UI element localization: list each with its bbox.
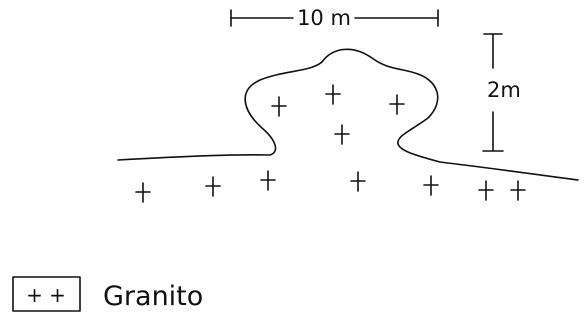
granite-plus-mark-2	[326, 85, 340, 104]
granite-plus-mark-9	[424, 176, 438, 195]
granite-plus-mark-11	[511, 181, 525, 200]
granite-plus-mark-8	[351, 172, 365, 191]
legend-label: Granito	[103, 281, 203, 312]
granite-plus-mark-6	[206, 177, 220, 196]
granite-symbols	[136, 85, 525, 202]
granite-plus-mark-7	[261, 171, 275, 190]
width-dimension-label: 10 m	[297, 6, 351, 30]
granite-plus-mark-4	[335, 125, 349, 144]
height-dimension-label: 2m	[487, 78, 521, 102]
granite-plus-mark-3	[390, 95, 404, 114]
granite-plus-mark-10	[479, 181, 493, 200]
granite-plus-mark-5	[136, 183, 150, 202]
legend-symbol: + +	[26, 283, 66, 307]
granite-plus-mark-1	[272, 97, 286, 116]
ground-and-outcrop-outline	[118, 49, 578, 180]
